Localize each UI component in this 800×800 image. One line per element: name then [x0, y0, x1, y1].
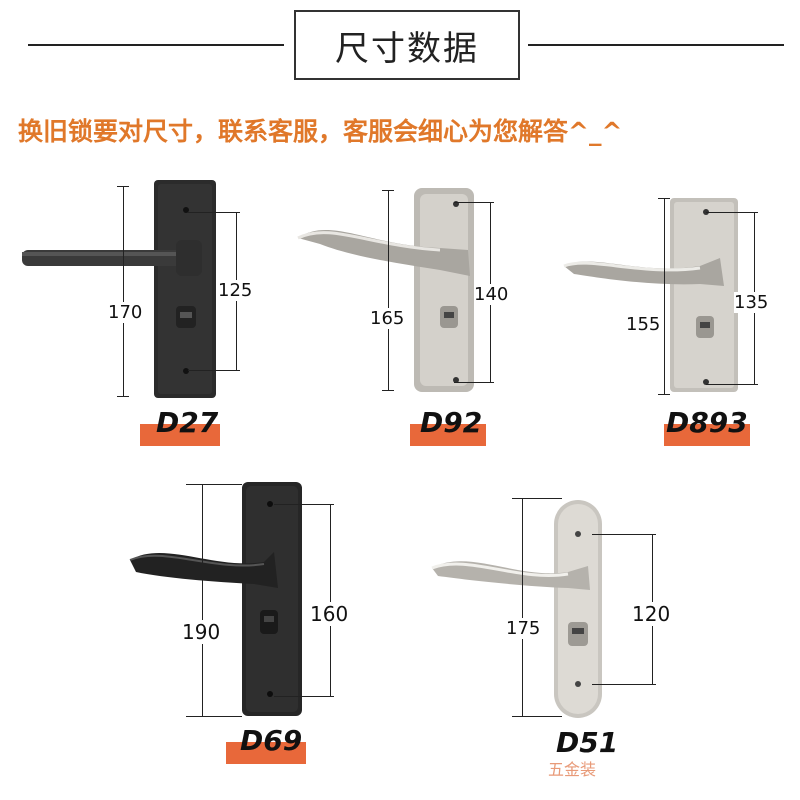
d92-total-length: 165 [370, 308, 405, 329]
d69-model-name: D69 [240, 724, 303, 757]
d27-total-dimension-line [123, 186, 124, 396]
d69-hole-distance: 160 [310, 602, 349, 626]
d893-total-dimension-line [664, 198, 665, 394]
door-lock-d27-image [22, 180, 216, 398]
d893-model-name: D893 [666, 406, 748, 439]
d51-total-tick-top [512, 498, 562, 499]
watermark-text: 五金装 [548, 760, 597, 779]
d69-hole-dimension-line [330, 504, 331, 696]
d893-label-bar [664, 424, 750, 446]
d92-model-name: D92 [420, 406, 483, 439]
d51-total-dimension-line [522, 498, 523, 716]
door-lock-d51-image [431, 500, 602, 718]
d92-hole-distance: 140 [474, 284, 509, 305]
header-rule-right [528, 44, 784, 46]
d51-total-tick-bottom [512, 716, 562, 717]
d51-model-name: D51 [556, 726, 619, 759]
d69-total-dimension-line [202, 484, 203, 716]
page-subtitle: 换旧锁要对尺寸，联系客服，客服会细心为您解答^_^ [18, 117, 623, 146]
d51-hole-distance: 120 [632, 602, 671, 626]
d27-total-tick-bottom [117, 396, 129, 397]
d51-hole-tick-top [592, 534, 656, 535]
d51-hole-tick-bottom [592, 684, 656, 685]
d69-hole-tick-top [274, 504, 334, 505]
d92-total-dimension-line [388, 190, 389, 390]
d69-label-bar [226, 742, 306, 764]
door-lock-d92-image [297, 188, 474, 392]
door-lock-d893-image [563, 198, 738, 392]
d51-total-length: 175 [506, 618, 541, 639]
d27-total-tick-top [117, 186, 129, 187]
d893-hole-tick-bottom [706, 384, 758, 385]
page-title: 尺寸数据 [294, 10, 520, 80]
d27-total-length: 170 [108, 302, 143, 323]
d92-hole-tick-bottom [454, 382, 494, 383]
d92-total-tick-top [382, 190, 394, 191]
d893-total-length: 155 [626, 314, 661, 335]
d92-label-bar [410, 424, 486, 446]
d69-total-tick-bottom [186, 716, 242, 717]
d69-total-tick-top [186, 484, 242, 485]
d27-hole-tick-top [188, 212, 240, 213]
d27-model-name: D27 [156, 406, 219, 439]
header-rule-left [28, 44, 284, 46]
d69-total-length: 190 [182, 620, 221, 644]
d893-total-tick-top [658, 198, 670, 199]
door-lock-d69-image [129, 482, 302, 716]
d92-hole-tick-top [454, 202, 494, 203]
d69-hole-tick-bottom [274, 696, 334, 697]
d27-label-bar [140, 424, 220, 446]
d27-hole-tick-bottom [188, 370, 240, 371]
d893-total-tick-bottom [658, 394, 670, 395]
d893-hole-tick-top [706, 212, 758, 213]
d893-hole-distance: 135 [734, 292, 769, 313]
d92-total-tick-bottom [382, 390, 394, 391]
d27-hole-distance: 125 [218, 280, 253, 301]
